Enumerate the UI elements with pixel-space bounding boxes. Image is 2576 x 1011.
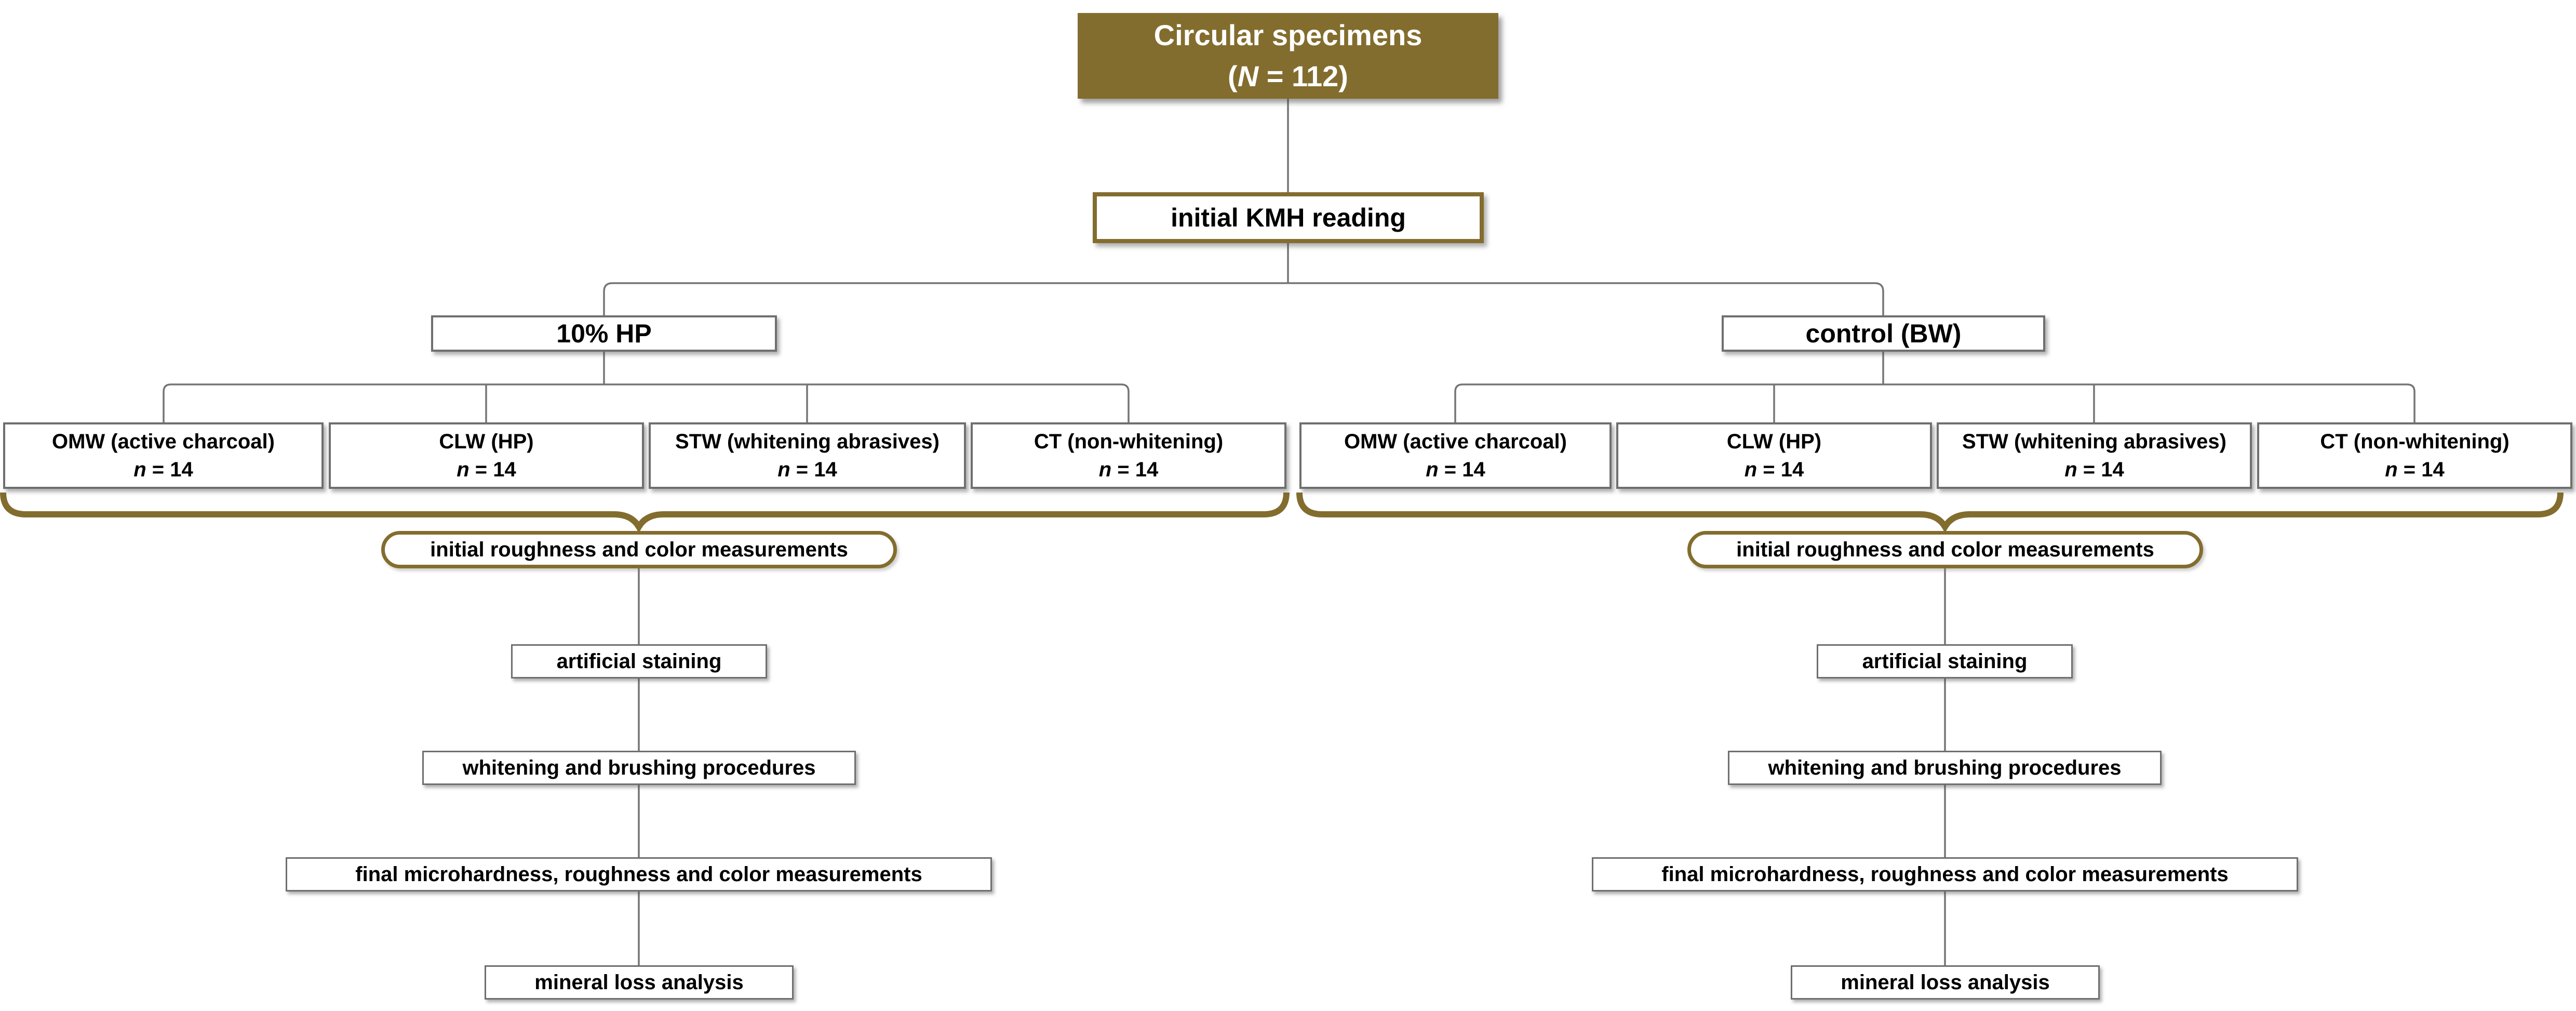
kmh-label: initial KMH reading: [1171, 203, 1406, 232]
group-name: CT (non-whitening): [1034, 430, 1224, 453]
staining-label: artificial staining: [1862, 649, 2028, 673]
root-title-line2: (N = 112): [1228, 59, 1348, 92]
group-name: STW (whitening abrasives): [675, 430, 940, 453]
mineral-box-right: mineral loss analysis: [1791, 965, 2100, 1000]
group-box-right-omw: OMW (active charcoal) n = 14: [1299, 422, 1612, 489]
group-box-right-clw: CLW (HP) n = 14: [1616, 422, 1932, 489]
procedures-box-left: whitening and brushing procedures: [422, 751, 856, 785]
branch-left-label: 10% HP: [556, 319, 652, 348]
root-title-line1: Circular specimens: [1153, 19, 1423, 52]
group-count: n = 14: [2385, 458, 2445, 481]
measurements-pill-right: initial roughness and color measurements: [1687, 531, 2203, 568]
group-box-left-clw: CLW (HP) n = 14: [329, 422, 644, 489]
group-name: CLW (HP): [1726, 430, 1822, 453]
group-name: OMW (active charcoal): [1344, 430, 1567, 453]
group-box-right-ct: CT (non-whitening) n = 14: [2257, 422, 2572, 489]
kmh-box: initial KMH reading: [1093, 192, 1484, 243]
final-box-left: final microhardness, roughness and color…: [286, 857, 992, 892]
procedures-label: whitening and brushing procedures: [1768, 756, 2122, 779]
root-box: Circular specimens (N = 112): [1078, 13, 1498, 99]
group-count: n = 14: [1098, 458, 1159, 481]
measurements-pill-left: initial roughness and color measurements: [381, 531, 897, 568]
wire-rail2-right: [1454, 383, 2416, 422]
final-label: final microhardness, roughness and color…: [1661, 862, 2229, 886]
measurements-label: initial roughness and color measurements: [1736, 538, 2154, 561]
group-count: n = 14: [2064, 458, 2124, 481]
group-box-left-stw: STW (whitening abrasives) n = 14: [649, 422, 966, 489]
branch-box-left: 10% HP: [431, 315, 777, 352]
final-label: final microhardness, roughness and color…: [355, 862, 922, 886]
procedures-box-right: whitening and brushing procedures: [1728, 751, 2162, 785]
group-count: n = 14: [133, 458, 193, 481]
group-count: n = 14: [1426, 458, 1485, 481]
group-box-left-ct: CT (non-whitening) n = 14: [971, 422, 1286, 489]
group-count: n = 14: [1744, 458, 1804, 481]
mineral-box-left: mineral loss analysis: [485, 965, 794, 1000]
staining-box-left: artificial staining: [511, 644, 767, 679]
wire-rail2-left: [163, 383, 1130, 422]
staining-label: artificial staining: [556, 649, 722, 673]
group-count: n = 14: [777, 458, 837, 481]
staining-box-right: artificial staining: [1817, 644, 2073, 679]
group-name: CLW (HP): [439, 430, 534, 453]
group-name: CT (non-whitening): [2320, 430, 2510, 453]
branch-box-right: control (BW): [1722, 315, 2045, 352]
group-count: n = 14: [457, 458, 516, 481]
measurements-label: initial roughness and color measurements: [430, 538, 848, 561]
brace-left-group: [0, 492, 1290, 533]
mineral-label: mineral loss analysis: [534, 970, 744, 994]
procedures-label: whitening and brushing procedures: [462, 756, 816, 779]
group-box-right-stw: STW (whitening abrasives) n = 14: [1937, 422, 2252, 489]
group-name: STW (whitening abrasives): [1962, 430, 2226, 453]
wire-rail1: [603, 282, 1884, 315]
group-box-left-omw: OMW (active charcoal) n = 14: [3, 422, 324, 489]
branch-right-label: control (BW): [1805, 319, 1962, 348]
mineral-label: mineral loss analysis: [1841, 970, 2050, 994]
group-name: OMW (active charcoal): [51, 430, 275, 453]
brace-right-group: [1296, 492, 2564, 533]
final-box-right: final microhardness, roughness and color…: [1592, 857, 2298, 892]
